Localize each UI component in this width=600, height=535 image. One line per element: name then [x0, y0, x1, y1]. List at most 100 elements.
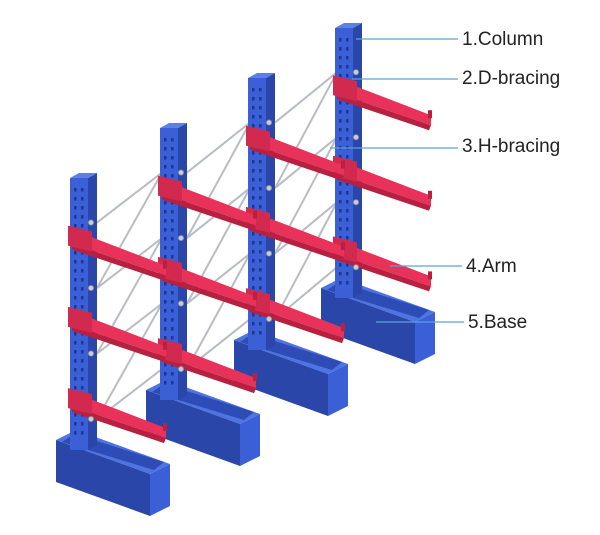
column-hole [74, 215, 77, 219]
column-hole [171, 228, 174, 232]
column-hole [81, 215, 84, 219]
column-hole [259, 322, 262, 326]
column-hole [164, 318, 167, 322]
column-hole [346, 119, 349, 123]
column-hole [171, 336, 174, 340]
column-hole [74, 305, 77, 309]
arm [72, 310, 166, 357]
column-hole [81, 386, 84, 390]
d-bracing-bar [186, 122, 251, 239]
column-hole [81, 422, 84, 426]
column-hole [252, 169, 255, 173]
d-bracing-bar [186, 253, 251, 370]
column-hole [339, 128, 342, 132]
column-hole [339, 236, 342, 240]
base-end [328, 364, 348, 416]
column-hole [164, 174, 167, 178]
column-hole [259, 277, 262, 281]
column-hole [259, 106, 262, 110]
column-hole [346, 281, 349, 285]
column-hole [339, 74, 342, 78]
column-hole [74, 431, 77, 435]
label-arm: 4.Arm [466, 256, 517, 277]
column-hole [74, 359, 77, 363]
column-hole [252, 322, 255, 326]
column-hole [259, 205, 262, 209]
column-hole [346, 47, 349, 51]
column-hole [339, 281, 342, 285]
column-hole [346, 137, 349, 141]
arm-bracket [68, 306, 92, 333]
column-hole [346, 227, 349, 231]
column-hole [81, 197, 84, 201]
column-hole [346, 182, 349, 186]
arm-underside [337, 254, 431, 292]
column-hole [171, 138, 174, 142]
arm-bracket [246, 125, 270, 152]
column-hole [339, 101, 342, 105]
column-hole [74, 332, 77, 336]
column-hole [74, 278, 77, 282]
arm-tip [428, 190, 432, 199]
column-hole [252, 178, 255, 182]
column-hole [259, 259, 262, 263]
arm-tip [163, 341, 167, 350]
column-hole [164, 138, 167, 142]
column-hole [259, 268, 262, 272]
column-hole [81, 341, 84, 345]
bolt [88, 350, 95, 357]
column-hole [171, 300, 174, 304]
column-hole [164, 255, 167, 259]
arm [337, 240, 431, 287]
column-hole [171, 327, 174, 331]
arm [162, 260, 256, 307]
rack-column-unit [56, 173, 170, 516]
column-hole [74, 197, 77, 201]
column-hole [81, 296, 84, 300]
column-hole [74, 188, 77, 192]
column-hole [74, 350, 77, 354]
arm-underside [72, 324, 166, 362]
column-hole [81, 368, 84, 372]
arm [250, 292, 344, 339]
column-hole [259, 124, 262, 128]
column-top [70, 173, 97, 178]
h-bracing-bar [186, 252, 251, 305]
base-side [234, 340, 328, 416]
column-hole [259, 97, 262, 101]
arm-underside [162, 274, 256, 312]
column-hole [164, 327, 167, 331]
column-hole [81, 350, 84, 354]
column-hole [81, 260, 84, 264]
column-hole [252, 196, 255, 200]
column-hole [339, 137, 342, 141]
column-hole [339, 110, 342, 114]
arm-bracket [68, 388, 92, 415]
arm [337, 159, 431, 206]
column-hole [164, 309, 167, 313]
column-hole [346, 65, 349, 69]
h-bracing-bar [96, 302, 163, 355]
arm-tip [428, 271, 432, 280]
column-hole [339, 47, 342, 51]
column-hole [74, 260, 77, 264]
label-base: 5.Base [468, 312, 528, 333]
column-hole [171, 255, 174, 259]
arm [162, 179, 256, 226]
arm-underside [337, 173, 431, 211]
label-column: 1.Column [462, 29, 544, 50]
column-hole [74, 206, 77, 210]
arm-underside [72, 243, 166, 281]
arm [337, 79, 431, 126]
bolt [88, 285, 95, 292]
arm-underside [72, 406, 166, 444]
arm-tip [428, 110, 432, 119]
column-hole [74, 269, 77, 273]
column-hole [252, 88, 255, 92]
column-hole [252, 241, 255, 245]
column-hole [346, 272, 349, 276]
rack-column-unit [234, 73, 348, 416]
bolt [177, 300, 184, 307]
column-hole [171, 309, 174, 313]
